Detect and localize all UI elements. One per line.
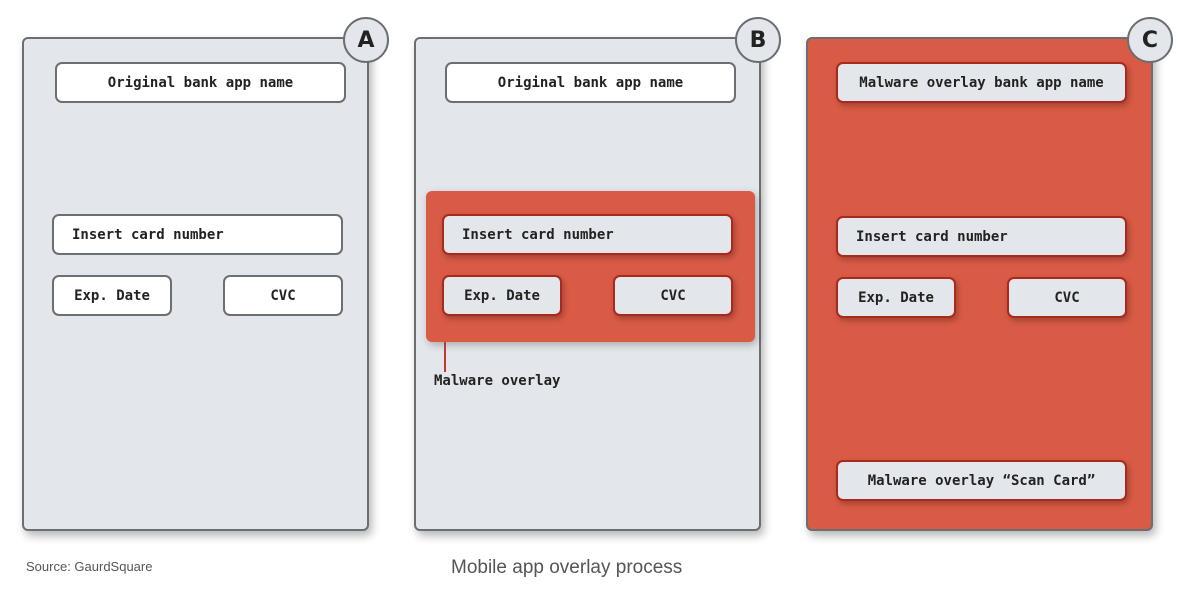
app-name-field: Original bank app name	[445, 62, 736, 103]
panel-b: B Original bank app name Insert card num…	[414, 17, 781, 531]
overlay-label: Malware overlay	[434, 373, 561, 389]
exp-date-field: Exp. Date	[836, 277, 956, 318]
exp-date-field: Exp. Date	[442, 275, 562, 316]
panel-c: C Malware overlay bank app name Insert c…	[806, 17, 1173, 531]
scan-card-button: Malware overlay “Scan Card”	[836, 460, 1127, 501]
app-name-field: Malware overlay bank app name	[836, 62, 1127, 103]
figure-caption: Mobile app overlay process	[451, 557, 683, 578]
cvc-field: CVC	[1007, 277, 1127, 318]
exp-date-field: Exp. Date	[52, 275, 172, 316]
overlay-pointer-line	[444, 342, 446, 372]
card-number-field: Insert card number	[442, 214, 733, 255]
cvc-field: CVC	[223, 275, 343, 316]
card-number-field: Insert card number	[836, 216, 1127, 257]
panel-b-badge: B	[735, 17, 781, 63]
cvc-field: CVC	[613, 275, 733, 316]
app-name-field: Original bank app name	[55, 62, 346, 103]
source-note: Source: GaurdSquare	[26, 559, 153, 574]
panel-a: A Original bank app name Insert card num…	[22, 17, 389, 531]
card-number-field: Insert card number	[52, 214, 343, 255]
panel-c-badge: C	[1127, 17, 1173, 63]
panel-a-badge: A	[343, 17, 389, 63]
